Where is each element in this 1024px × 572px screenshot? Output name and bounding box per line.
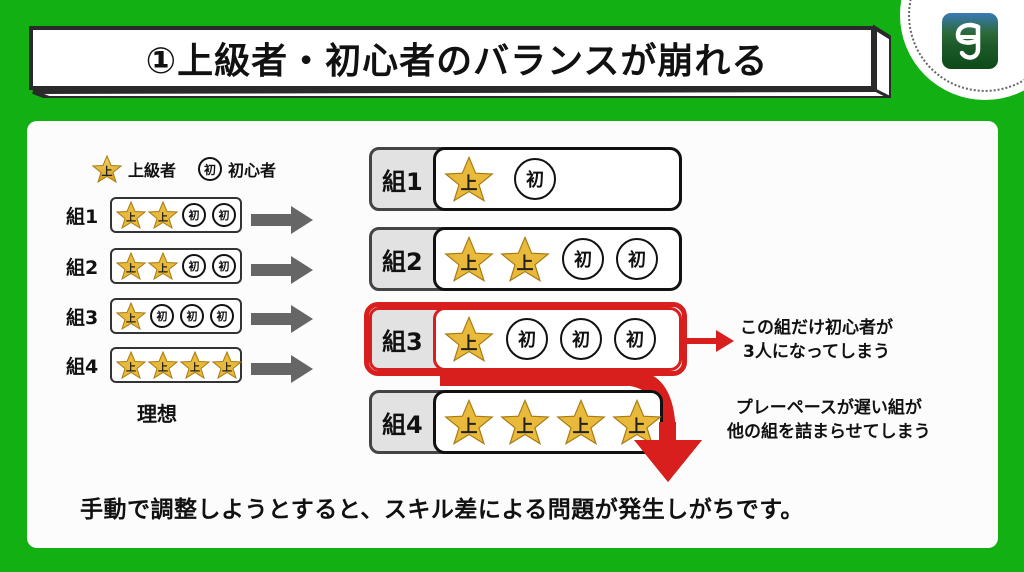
group-members: 上 初 [433,147,682,211]
page-title: ①上級者・初心者のバランスが崩れる [145,41,769,82]
star-advanced-icon: 上 [116,201,146,229]
circle-beginner-icon: 初 [614,318,656,360]
star-advanced-icon: 上 [148,252,178,280]
circle-beginner-icon: 初 [514,158,556,200]
circle-beginner-icon: 初 [182,254,206,278]
star-advanced-icon: 上 [612,398,662,446]
circle-beginner-icon: 初 [212,203,236,227]
ideal-group-2: 組2 上 上 初 初 [66,248,242,284]
star-advanced-icon: 上 [556,398,606,446]
star-advanced-icon: 上 [500,398,550,446]
title-3d-extrusion [32,24,891,98]
legend-beginner-label: 初心者 [228,161,277,180]
actual-group-1: 組1 上 初 [369,147,682,211]
legend-advanced-label: 上級者 [128,161,177,180]
star-advanced-icon: 上 [444,315,494,363]
summary-text: 手動で調整しようとすると、スキル差による問題が発生しがちです。 [80,497,804,523]
star-advanced-icon: 上 [148,201,178,229]
group-label: 組2 [66,256,99,279]
group-label: 組3 [66,306,99,329]
ideal-group-3: 組3 上 初 初 初 [66,298,242,334]
star-advanced-icon: 上 [444,398,494,446]
star-advanced-icon: 上 [212,351,242,379]
star-advanced-icon: 上 [116,252,146,280]
circle-beginner-icon: 初 [562,238,604,280]
ideal-caption: 理想 [137,402,177,426]
actual-group-3: 組3 上 初 初 初 [369,307,682,371]
circle-beginner-icon: 初 [560,318,602,360]
circle-beginner-icon: 初 [616,238,658,280]
star-advanced-icon: 上 [116,351,146,379]
arrow-right-icon [251,305,313,333]
legend: 上 上級者 初 初心者 [92,155,292,183]
red-arrow-right-icon [686,330,734,352]
star-advanced-icon: 上 [116,302,146,330]
circle-beginner-icon: 初 [182,203,206,227]
circle-beginner-icon: 初 [210,304,234,328]
arrow-right-icon [251,355,313,383]
circle-beginner-icon: 初 [198,157,223,181]
group-label: 組4 [66,355,99,378]
star-advanced-icon: 上 [148,351,178,379]
actual-group-2: 組2 上 上 初 初 [369,227,682,291]
star-advanced-icon: 上 [180,351,210,379]
note-slow-pace: プレーペースが遅い組が 他の組を詰まらせてしまう [727,398,931,442]
group-members: 上 上 上 上 [110,347,242,383]
group-members: 上 上 初 初 [110,197,242,233]
circle-beginner-icon: 初 [212,254,236,278]
app-logo-icon[interactable] [942,13,998,69]
group-members: 上 初 初 初 [110,298,242,334]
star-advanced-icon: 上 [444,235,494,283]
group-members: 上 上 初 初 [433,227,682,291]
star-advanced-icon: 上 [444,155,494,203]
note-beginner-imbalance: この組だけ初心者が 3人になってしまう [740,318,893,362]
ideal-group-1: 組1 上 上 初 初 [66,197,242,233]
arrow-right-icon [251,206,313,234]
group-members: 上 上 上 上 [433,390,663,454]
star-advanced-icon: 上 [92,155,122,183]
title-banner: ①上級者・初心者のバランスが崩れる [27,24,891,98]
group-members: 上 上 初 初 [110,248,242,284]
group-label: 組1 [66,205,99,228]
ideal-group-4: 組4 上 上 上 上 [66,347,242,383]
star-advanced-icon: 上 [500,235,550,283]
highlight-frame [364,302,687,376]
circle-beginner-icon: 初 [506,318,548,360]
circle-beginner-icon: 初 [150,304,174,328]
circle-beginner-icon: 初 [180,304,204,328]
title-face: ①上級者・初心者のバランスが崩れる [29,26,875,90]
group-members: 上 初 初 初 [433,307,682,371]
arrow-right-icon [251,256,313,284]
actual-group-4: 組4 上 上 上 上 [369,390,682,454]
